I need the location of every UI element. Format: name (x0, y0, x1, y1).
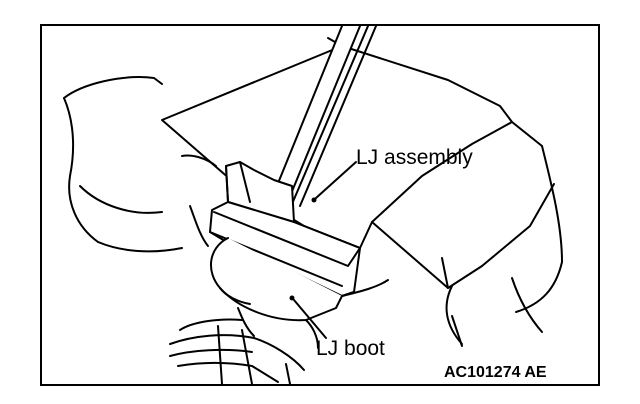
lj-assembly-label: LJ assembly (356, 146, 473, 169)
figure-code: AC101274 AE (444, 364, 547, 381)
background-contour (181, 154, 389, 297)
lj-boot-leader-line (293, 299, 327, 339)
drive-shaft-part (169, 318, 305, 384)
lj-boot-part (209, 237, 343, 349)
lj-assembly-leader-dot (311, 197, 317, 203)
lj-boot-leader-dot (289, 295, 295, 301)
lj-boot-removal-illustration (63, 26, 563, 384)
housing-right-outline (445, 95, 563, 347)
housing-left-outline (63, 76, 183, 253)
figure-frame: LJ assembly LJ boot AC101274 AE (40, 24, 600, 386)
lj-boot-label: LJ boot (316, 337, 385, 360)
lj-assembly-leader-line (315, 161, 357, 199)
lj-assembly-part (209, 161, 361, 297)
